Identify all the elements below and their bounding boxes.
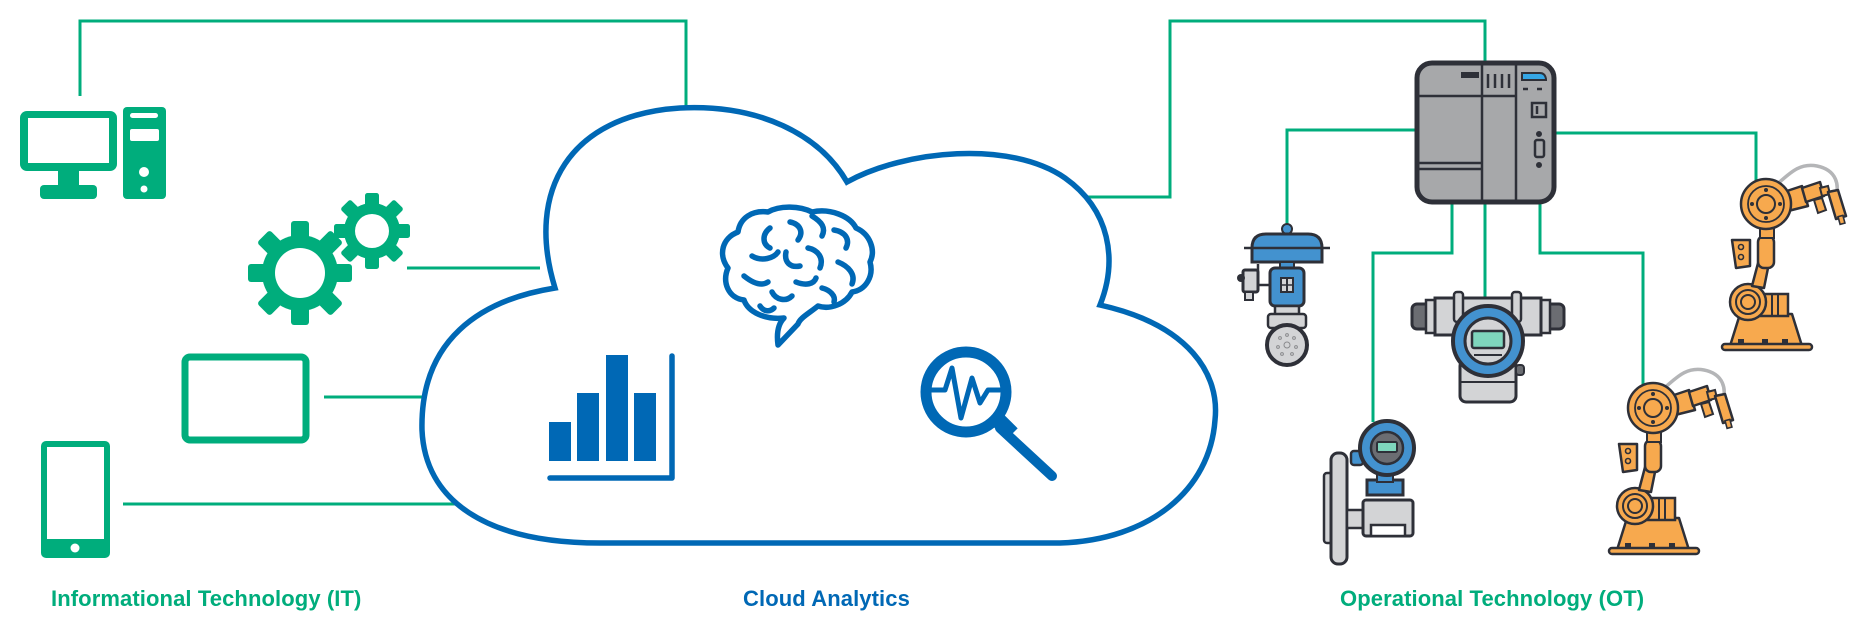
desktop-computer-icon bbox=[20, 107, 166, 199]
connector-plc-valve bbox=[1285, 128, 1415, 226]
connector-plc-flowmeter bbox=[1371, 203, 1454, 422]
smartphone-icon bbox=[41, 441, 110, 558]
connection-lines bbox=[78, 19, 1758, 506]
tablet-icon bbox=[181, 353, 310, 444]
bar-chart-bar bbox=[577, 393, 599, 461]
flow-meter-icon bbox=[1322, 419, 1416, 566]
connector-desktop-cloud bbox=[78, 19, 688, 108]
it-section-label: Informational Technology (IT) bbox=[51, 586, 362, 611]
bar-chart-bar bbox=[606, 355, 628, 461]
connector-plc-robot2 bbox=[1538, 203, 1645, 392]
bar-chart-bar bbox=[634, 393, 656, 461]
connector-cloud-plc bbox=[1085, 19, 1487, 199]
plc-icon bbox=[1414, 60, 1557, 205]
robot-arm-icon bbox=[1607, 367, 1735, 556]
cloud-section-label: Cloud Analytics bbox=[743, 586, 910, 611]
magnifier-waveform-icon bbox=[920, 346, 1057, 481]
connector-plc-robot1 bbox=[1555, 131, 1758, 188]
gears-icon bbox=[248, 193, 410, 325]
cloud-analytics bbox=[419, 104, 1219, 546]
ot-section-label: Operational Technology (OT) bbox=[1340, 586, 1645, 611]
control-valve-icon bbox=[1237, 223, 1330, 367]
bar-chart-bar bbox=[549, 422, 571, 461]
robot-arm-icon bbox=[1720, 163, 1848, 352]
cloud-outline bbox=[419, 104, 1219, 546]
bar-chart-icon bbox=[547, 353, 675, 481]
brain-icon bbox=[719, 204, 876, 348]
pressure-transmitter-icon bbox=[1410, 290, 1566, 404]
